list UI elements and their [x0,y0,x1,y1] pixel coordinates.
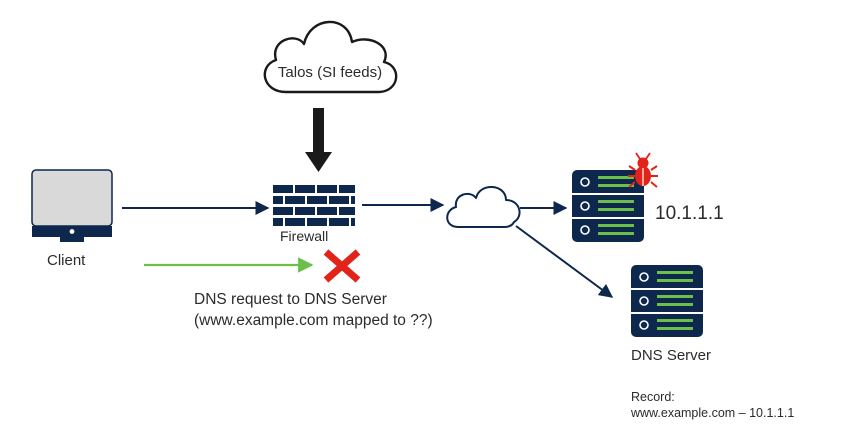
malware-bug-icon [628,152,658,188]
talos-cloud-label: Talos (SI feeds) [277,64,383,81]
internet-dns-server-link [515,225,614,298]
firewall-label: Firewall [280,228,329,244]
dns-request-label: DNS request to DNS Server [194,291,387,308]
dns-request-detail-label: (www.example.com mapped to ??) [194,312,433,329]
feed-arrow-down-icon [305,108,332,172]
firewall-icon [273,185,355,226]
record-title-label: Record: [631,390,675,404]
client-monitor-icon [31,169,113,242]
dns-server-icon [631,265,703,337]
malicious-server-icon [572,170,644,242]
client-label: Client [47,252,86,269]
record-value-label: www.example.com – 10.1.1.1 [631,406,795,420]
blocked-x-mark-icon [323,249,361,283]
dns-server-label: DNS Server [631,347,712,364]
malicious-ip-label: 10.1.1.1 [655,203,724,224]
internet-cloud-icon [446,186,521,228]
talos-cloud-icon [263,20,398,94]
